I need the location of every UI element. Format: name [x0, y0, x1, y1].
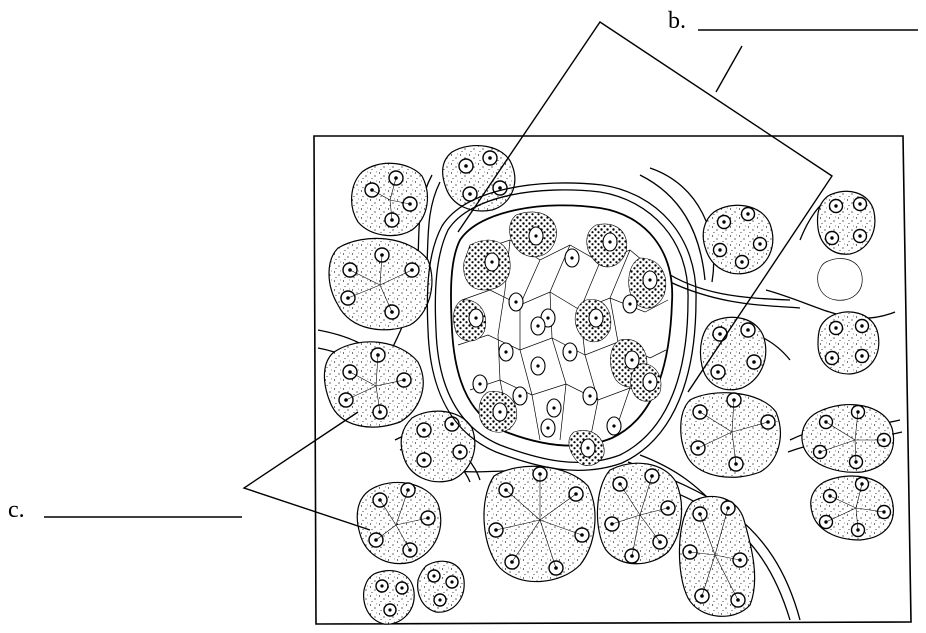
label-b-leader — [457, 21, 918, 393]
acinus — [356, 481, 442, 565]
acinus — [816, 190, 876, 255]
acinus — [328, 237, 433, 331]
acinus — [400, 410, 476, 483]
acinus — [702, 204, 774, 275]
pancreatic-islet — [426, 182, 697, 472]
acinar-cell-walls — [345, 177, 885, 601]
acinus — [680, 392, 781, 478]
islet-nuclei — [468, 226, 658, 458]
label-b: b. — [668, 8, 686, 34]
acinus — [699, 316, 767, 391]
acinus — [810, 475, 894, 541]
acinus — [801, 404, 894, 473]
acinus — [442, 144, 516, 212]
acinus — [363, 570, 415, 625]
acinus — [483, 465, 596, 583]
label-c: c. — [8, 497, 25, 523]
acinus — [417, 560, 465, 613]
acinus — [678, 495, 756, 617]
acinus — [323, 341, 424, 428]
capillary — [817, 258, 863, 301]
tissue-frame — [313, 135, 912, 625]
acinus — [596, 462, 683, 565]
label-c-leader — [44, 411, 371, 531]
acinus — [817, 311, 880, 375]
pancreatic-acini — [323, 144, 894, 625]
